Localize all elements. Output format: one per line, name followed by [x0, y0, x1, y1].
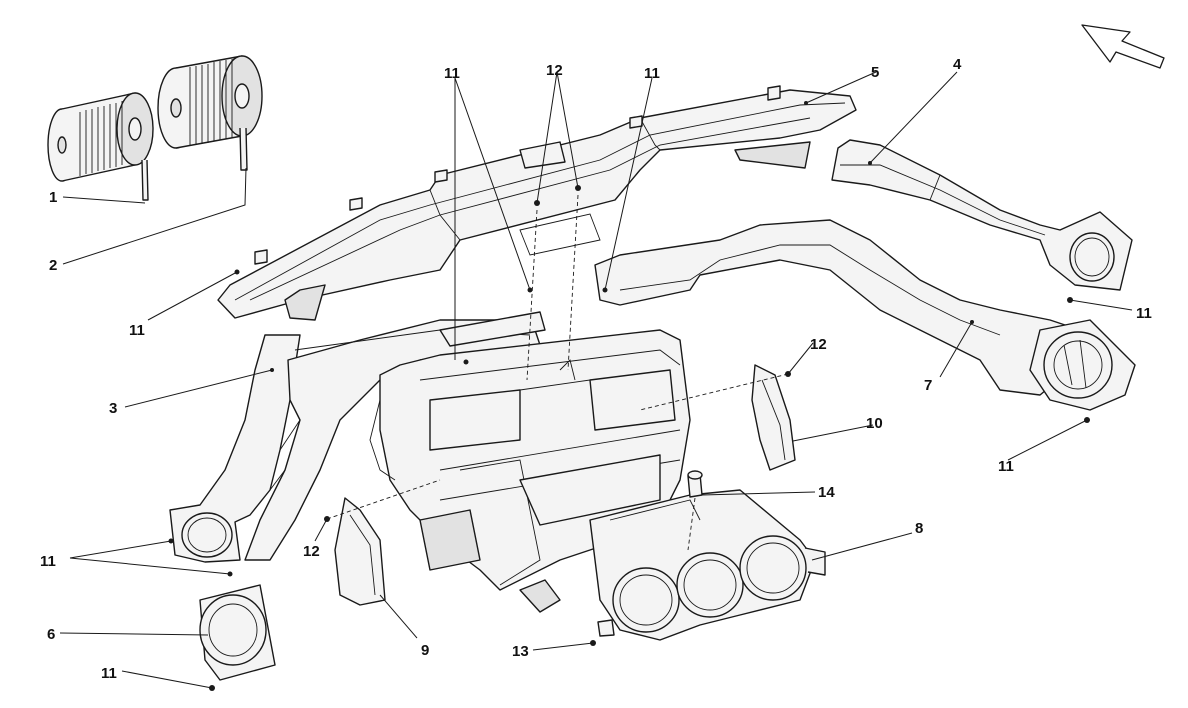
- callout-12-left: 12: [303, 543, 320, 560]
- direction-arrow-icon: [1081, 24, 1165, 69]
- right-duct-4: [831, 139, 1133, 291]
- callout-14: 14: [818, 484, 835, 501]
- left-duct-3: [169, 319, 541, 563]
- left-vent-6: [199, 584, 276, 681]
- callout-5: 5: [871, 64, 879, 81]
- callout-11-top-right: 11: [644, 65, 660, 82]
- callout-labels: 1 2 3 4 5 6 7 8 9 10 11 11 11 11 11 11 1…: [40, 56, 1152, 682]
- leader-lines: [59, 71, 1133, 689]
- callout-3: 3: [109, 400, 117, 417]
- callout-4: 4: [953, 56, 962, 73]
- callout-11-bottom-left: 11: [101, 665, 117, 682]
- callout-13: 13: [512, 643, 529, 660]
- bracket-9: [334, 497, 386, 606]
- callout-11-top-left: 11: [129, 322, 145, 339]
- callout-10: 10: [866, 415, 883, 432]
- bracket-10: [751, 364, 796, 471]
- callout-2: 2: [49, 257, 57, 274]
- tape-roll-1: [47, 92, 154, 201]
- callout-11-right-vent-bottom: 11: [998, 458, 1014, 475]
- callout-11-right-vent-top: 11: [1136, 305, 1152, 322]
- callout-12-right: 12: [810, 336, 827, 353]
- outlet-duct-8: [589, 489, 826, 641]
- tape-roll-2: [157, 55, 263, 171]
- assembly-lines: [326, 194, 789, 551]
- callout-6: 6: [47, 626, 55, 643]
- right-duct-7: [594, 219, 1136, 411]
- callout-11-left-vent: 11: [40, 553, 56, 570]
- fitting-14: [687, 470, 703, 498]
- callout-11-top-center: 11: [444, 65, 460, 82]
- callout-12-top: 12: [546, 62, 563, 79]
- callout-9: 9: [421, 642, 429, 659]
- callout-7: 7: [924, 377, 932, 394]
- callout-8: 8: [915, 520, 923, 537]
- callout-1: 1: [49, 189, 57, 206]
